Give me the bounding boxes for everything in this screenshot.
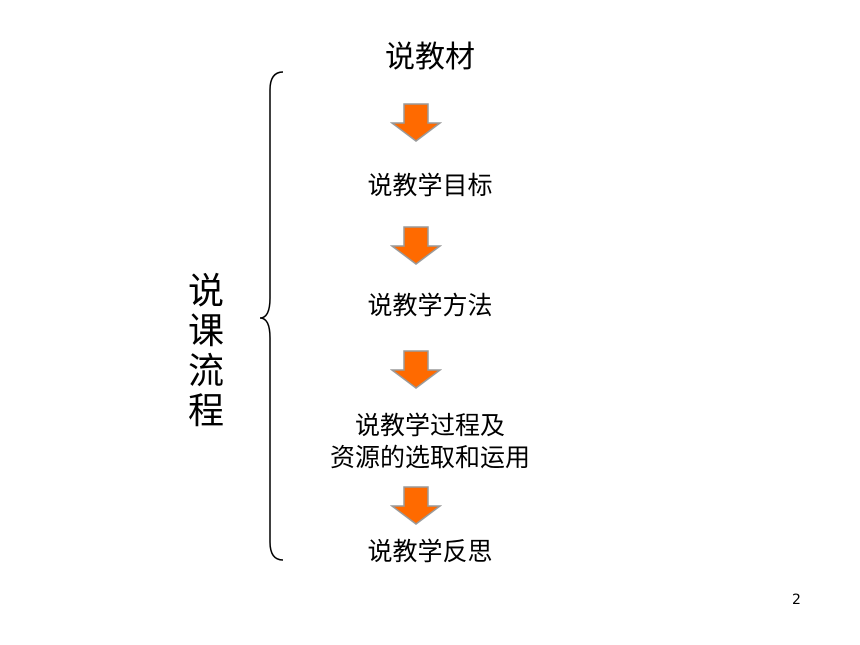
step-label: 说教材: [385, 40, 475, 75]
step-teaching-material: 说教材: [300, 38, 560, 78]
step-label-second-line: 资源的选取和运用: [329, 443, 530, 472]
step-teaching-process: 说教学过程及 资源的选取和运用: [300, 410, 560, 474]
step-label: 说教学过程及: [354, 411, 505, 440]
step-label: 说教学方法: [367, 291, 493, 320]
step-teaching-methods: 说教学方法: [300, 290, 560, 322]
step-label: 说教学目标: [367, 171, 493, 200]
page-number: 2: [792, 592, 801, 608]
down-arrow-icon: [390, 486, 442, 525]
title-char: 程: [187, 391, 224, 432]
step-teaching-reflection: 说教学反思: [300, 536, 560, 568]
step-teaching-goals: 说教学目标: [300, 170, 560, 202]
curly-brace: [259, 71, 284, 561]
down-arrow-icon: [390, 350, 442, 389]
title-char: 说: [187, 271, 224, 312]
vertical-title: 说 课 流 程: [180, 272, 232, 432]
down-arrow-icon: [390, 226, 442, 265]
title-char: 课: [187, 311, 224, 352]
title-char: 流: [187, 351, 224, 392]
step-label: 说教学反思: [367, 537, 493, 566]
down-arrow-icon: [390, 103, 442, 142]
